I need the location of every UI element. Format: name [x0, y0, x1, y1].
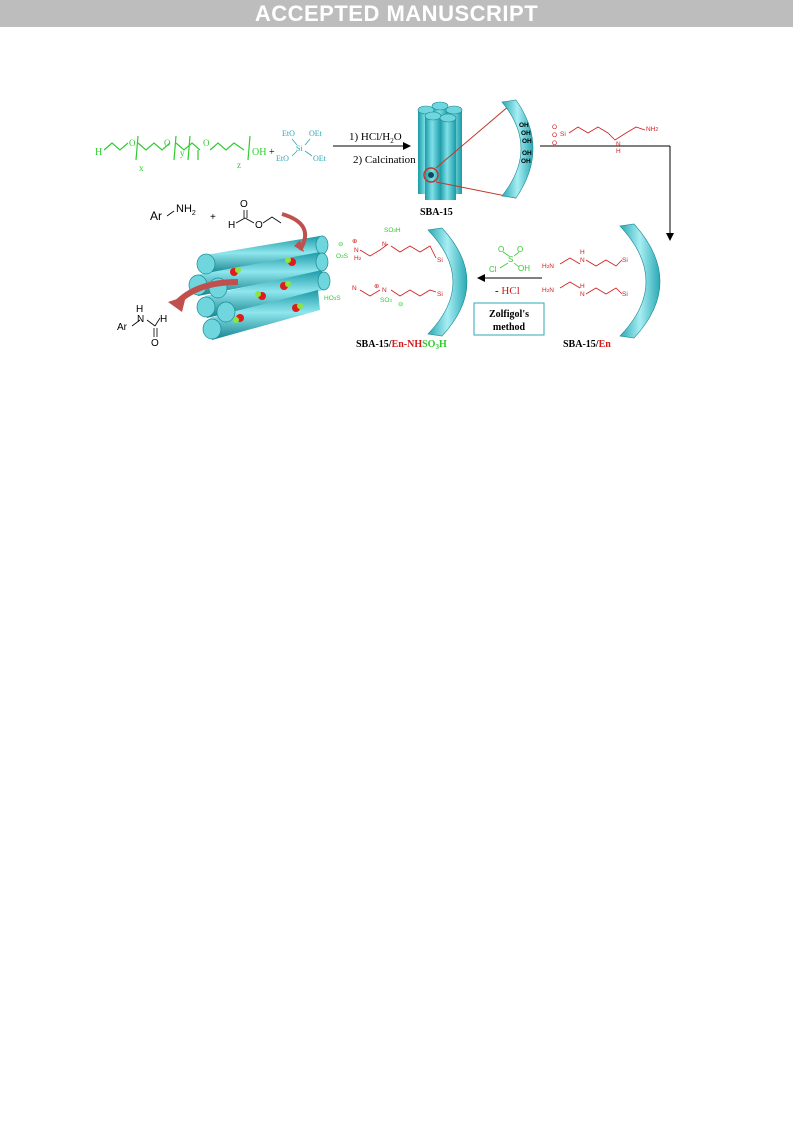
- svg-text:Si: Si: [560, 131, 566, 138]
- teos-eto-1: EtO: [282, 129, 295, 138]
- aniline-nh2: NH2: [176, 203, 196, 217]
- polymer-x: x: [139, 163, 144, 173]
- svg-text:H: H: [136, 304, 143, 315]
- svg-text:⊕: ⊕: [374, 283, 380, 290]
- chlorosulfonic-acid: O O S Cl OH: [489, 245, 530, 274]
- svg-text:Si: Si: [437, 257, 443, 264]
- svg-text:H2N: H2N: [542, 287, 554, 294]
- svg-text:H: H: [616, 148, 621, 155]
- svg-text:Si: Si: [622, 257, 628, 264]
- svg-text:N: N: [580, 291, 585, 298]
- svg-text:N: N: [352, 285, 357, 292]
- svg-text:H: H: [160, 314, 167, 325]
- svg-text:Ar: Ar: [117, 322, 128, 333]
- svg-text:O3S: O3S: [336, 253, 349, 260]
- step2-label: 2) Calcination: [353, 154, 416, 166]
- svg-text:N: N: [382, 241, 387, 248]
- svg-text:SO3: SO3: [380, 297, 392, 304]
- pore-wall-sulfonated: [427, 227, 468, 337]
- polymer-o-2: O: [164, 138, 171, 148]
- svg-text:O: O: [240, 199, 248, 210]
- step1-label: 1) HCl/H2O: [349, 131, 402, 145]
- svg-text:H2N: H2N: [542, 263, 554, 270]
- polymer-o-3: O: [203, 138, 210, 148]
- svg-text:O: O: [517, 245, 523, 254]
- svg-text:Si: Si: [437, 291, 443, 298]
- sba15-tube-bundle: [417, 101, 463, 200]
- zolfigol-method-box: [473, 302, 545, 336]
- zolfigol-line-1: Zolfigol's: [489, 309, 529, 320]
- svg-text:NH2: NH2: [646, 126, 658, 133]
- svg-text:Si: Si: [622, 291, 628, 298]
- teos-oet-1: OEt: [309, 129, 323, 138]
- sba15-label: SBA-15: [420, 207, 453, 218]
- plus-sign-2: +: [210, 212, 216, 223]
- synthesis-scheme: H O O O OH x y z + Si EtO OEt EtO OEt 1)…: [95, 99, 674, 351]
- svg-text:⊖: ⊖: [398, 301, 404, 308]
- svg-text:S: S: [508, 255, 513, 264]
- svg-text:OH: OH: [518, 264, 530, 273]
- svg-text:O: O: [552, 124, 557, 131]
- en-silane-reagent: O O O Si N H NH2: [552, 124, 658, 155]
- polymer-structure: [103, 135, 251, 161]
- pore-wall-hydroxyl: [501, 99, 534, 199]
- teos-oet-2: OEt: [313, 154, 327, 163]
- svg-text:OH: OH: [522, 138, 532, 145]
- svg-text:OH: OH: [522, 150, 532, 157]
- teos-structure: Si EtO OEt EtO OEt: [276, 129, 327, 163]
- svg-text:⊖: ⊖: [338, 241, 344, 248]
- svg-text:H: H: [228, 220, 235, 231]
- teos-si: Si: [296, 144, 303, 153]
- pore-wall-amine: [619, 223, 661, 339]
- svg-text:O: O: [255, 220, 263, 231]
- banner-text: ACCEPTED MANUSCRIPT: [254, 0, 539, 26]
- svg-text:N: N: [137, 314, 144, 325]
- svg-text:OH: OH: [519, 122, 529, 129]
- svg-text:H2: H2: [354, 255, 362, 262]
- svg-text:O: O: [552, 140, 557, 147]
- svg-text:O: O: [498, 245, 504, 254]
- aniline-ar: Ar: [150, 209, 162, 223]
- polymer-y: y: [180, 148, 185, 158]
- svg-text:N: N: [354, 247, 359, 254]
- zoom-line-top: [435, 99, 517, 169]
- formamide-product: Ar H N H O: [117, 304, 167, 349]
- svg-text:H: H: [580, 283, 585, 290]
- svg-text:Cl: Cl: [489, 265, 497, 274]
- amine-chains: H2N H N H2N H N Si Si: [542, 249, 628, 298]
- accepted-manuscript-banner: ACCEPTED MANUSCRIPT: [0, 0, 793, 27]
- svg-text:HO3S: HO3S: [324, 295, 341, 302]
- svg-text:N: N: [382, 287, 387, 294]
- plus-sign-1: +: [269, 147, 275, 158]
- svg-text:OH: OH: [521, 158, 531, 165]
- svg-text:O: O: [151, 338, 159, 349]
- sba15-en-label: SBA-15/En: [563, 339, 611, 350]
- sba15-en-nhso3h-label: SBA-15/En-NHSO3H: [356, 339, 447, 351]
- polymer-o-1: O: [129, 138, 136, 148]
- svg-text:OH: OH: [521, 130, 531, 137]
- svg-text:H: H: [580, 249, 585, 256]
- red-curved-arrow-in: [281, 212, 307, 252]
- zolfigol-line-2: method: [493, 322, 526, 333]
- polymer-h: H: [95, 147, 102, 158]
- polymer-z: z: [237, 160, 241, 170]
- hydroxyl-groups: OH OH OH OH OH: [519, 122, 532, 165]
- svg-text:N: N: [616, 141, 621, 148]
- ethyl-formate: O H O: [228, 199, 282, 231]
- minus-hcl-label: - HCl: [495, 285, 520, 297]
- teos-eto-2: EtO: [276, 154, 289, 163]
- sulfonated-chains: ⊖ O3S ⊕ N H2 SO3H N HO3S N ⊕ N SO3 ⊖ Si …: [324, 227, 443, 308]
- svg-text:⊕: ⊕: [352, 238, 358, 245]
- svg-text:N: N: [580, 257, 585, 264]
- svg-text:SO3H: SO3H: [384, 227, 401, 234]
- svg-text:O: O: [552, 132, 557, 139]
- polymer-oh: OH: [252, 147, 266, 158]
